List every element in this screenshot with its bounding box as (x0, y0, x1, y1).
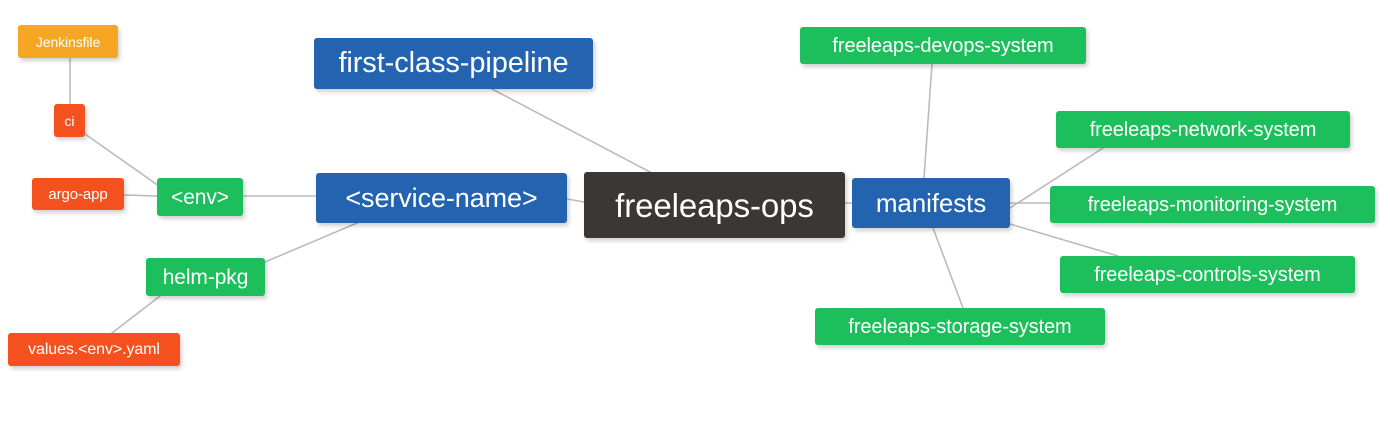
edge-first-class-pipeline-to-freeleaps-ops (491, 88, 651, 173)
edge-service-name-to-helm-pkg (264, 222, 358, 263)
node-label-freeleaps-controls-system: freeleaps-controls-system (1094, 263, 1321, 286)
node-label-first-class-pipeline: first-class-pipeline (338, 47, 569, 79)
node-label-argo-app: argo-app (48, 185, 108, 203)
node-freeleaps-controls-system[interactable]: freeleaps-controls-system (1060, 256, 1355, 293)
node-label-service-name: <service-name> (345, 182, 538, 213)
node-manifests[interactable]: manifests (852, 178, 1010, 228)
node-freeleaps-network-system[interactable]: freeleaps-network-system (1056, 111, 1350, 148)
node-label-helm-pkg: helm-pkg (162, 265, 249, 289)
edge-argo-app-to-env (123, 194, 158, 197)
edge-manifests-to-freeleaps-controls-system (1009, 223, 1119, 257)
node-first-class-pipeline[interactable]: first-class-pipeline (314, 38, 593, 89)
node-values-env-yaml[interactable]: values.<env>.yaml (8, 333, 180, 366)
node-label-env: <env> (171, 185, 229, 209)
edge-service-name-to-freeleaps-ops (566, 198, 585, 203)
edge-manifests-to-freeleaps-storage-system (932, 227, 964, 309)
node-label-values-env-yaml: values.<env>.yaml (28, 340, 160, 358)
node-env[interactable]: <env> (157, 178, 243, 216)
node-label-freeleaps-monitoring-system: freeleaps-monitoring-system (1087, 193, 1338, 216)
node-jenkinsfile[interactable]: Jenkinsfile (18, 25, 118, 58)
node-freeleaps-ops[interactable]: freeleaps-ops (584, 172, 845, 238)
node-argo-app[interactable]: argo-app (32, 178, 124, 210)
node-helm-pkg[interactable]: helm-pkg (146, 258, 265, 296)
edge-helm-pkg-to-values-env-yaml (111, 295, 161, 334)
node-label-freeleaps-devops-system: freeleaps-devops-system (832, 34, 1054, 57)
node-label-freeleaps-ops: freeleaps-ops (615, 186, 814, 224)
node-freeleaps-monitoring-system[interactable]: freeleaps-monitoring-system (1050, 186, 1375, 223)
node-label-freeleaps-network-system: freeleaps-network-system (1089, 118, 1317, 141)
node-label-ci: ci (64, 112, 75, 129)
edge-manifests-to-freeleaps-devops-system (923, 63, 933, 179)
node-freeleaps-storage-system[interactable]: freeleaps-storage-system (815, 308, 1105, 345)
node-label-jenkinsfile: Jenkinsfile (35, 33, 101, 50)
node-service-name[interactable]: <service-name> (316, 173, 567, 223)
node-label-freeleaps-storage-system: freeleaps-storage-system (848, 315, 1072, 338)
node-freeleaps-devops-system[interactable]: freeleaps-devops-system (800, 27, 1086, 64)
node-label-manifests: manifests (875, 188, 987, 218)
node-ci[interactable]: ci (54, 104, 85, 137)
